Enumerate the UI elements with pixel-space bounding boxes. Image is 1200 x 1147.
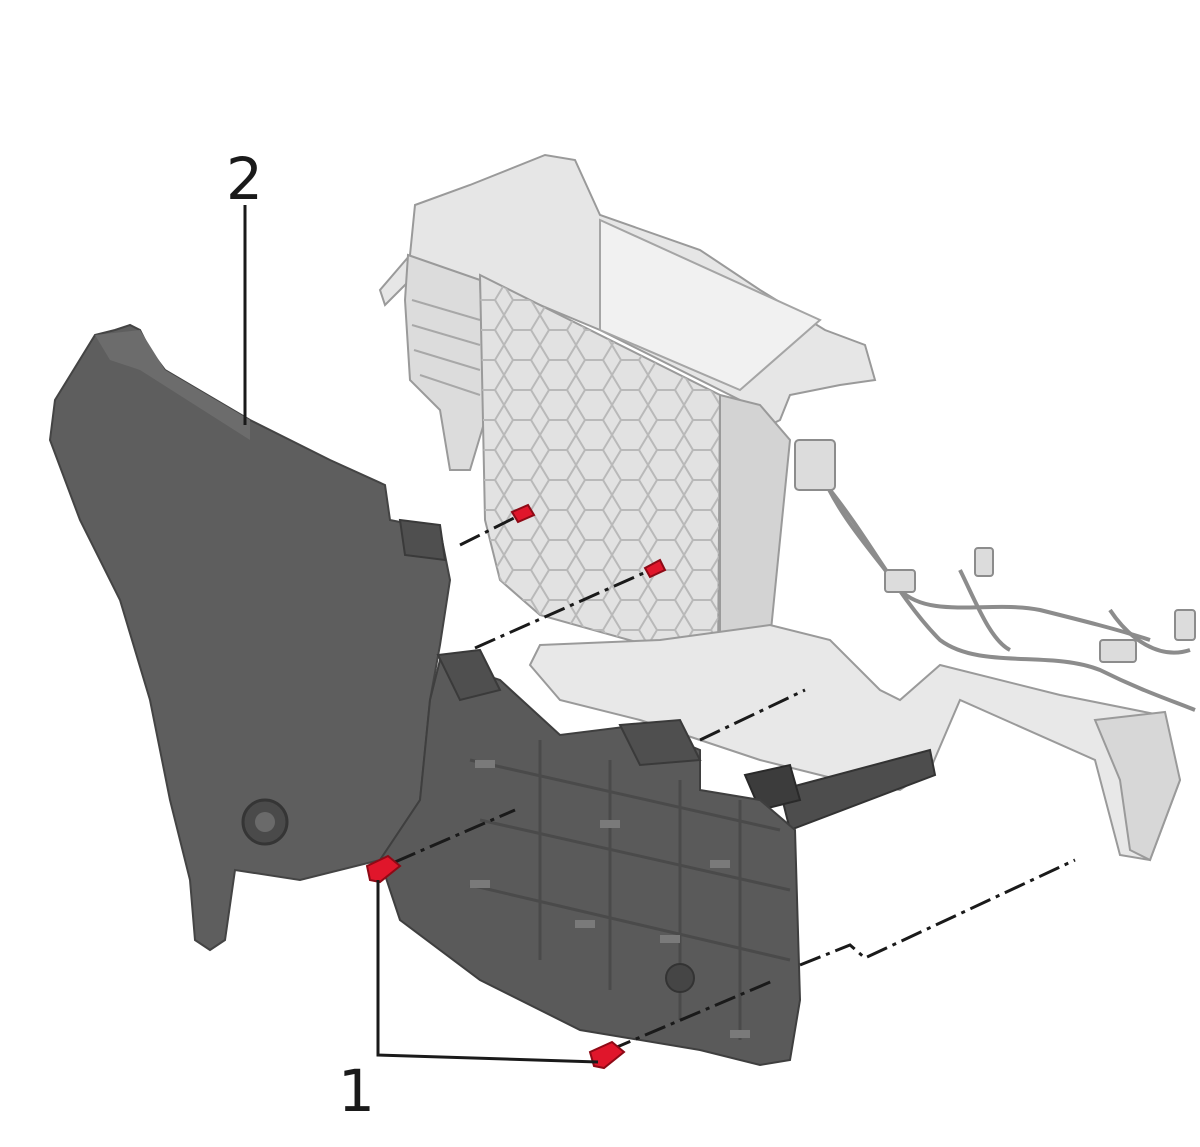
bracket-box-side	[719, 393, 792, 667]
bracket-rear-foot	[1093, 710, 1182, 862]
callout-number-1: 1	[338, 1057, 375, 1125]
assembly-lines	[394, 513, 1076, 1052]
clip-icon	[643, 558, 667, 579]
bracket-box-inner	[599, 218, 822, 392]
trim-panel	[48, 323, 802, 1067]
leader-line-1	[376, 880, 599, 1064]
clip-icon	[510, 503, 536, 524]
bracket-left-ribs	[403, 253, 487, 471]
red-clips	[365, 503, 667, 1070]
callout-number-2: 2	[226, 145, 263, 213]
callout-leaders	[243, 205, 599, 1064]
clip-icon	[365, 854, 402, 884]
wiring-harness	[818, 469, 1196, 712]
bracket-support-arm	[778, 748, 937, 832]
clip-icon	[588, 1040, 626, 1070]
